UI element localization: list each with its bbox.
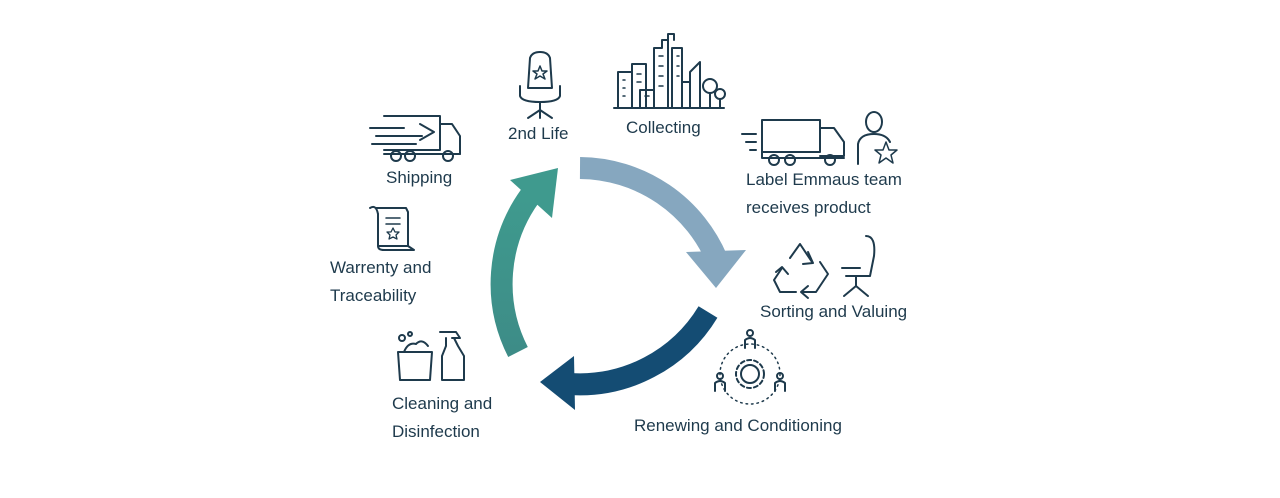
step-label-label-emmaus-team: Label Emmaus team receives product xyxy=(746,170,902,217)
office-chair-icon xyxy=(841,235,876,297)
certificate-scroll-icon xyxy=(369,205,415,251)
arrow-cleaning-to-2nd-life xyxy=(490,168,558,357)
office-chair-star-icon xyxy=(519,51,561,119)
arrow-collect-to-sorting xyxy=(579,157,746,288)
fast-truck-icon xyxy=(369,115,461,162)
step-label-shipping: Shipping xyxy=(386,168,453,187)
cleaning-bucket-icon xyxy=(397,331,433,381)
step-label-2nd-life: 2nd Life xyxy=(508,124,569,143)
arrow-renewing-to-cleaning xyxy=(540,306,718,410)
step-label-cleaning: Cleaning and Disinfection xyxy=(392,394,493,441)
step-label-warranty: Warrenty and Traceability xyxy=(330,258,432,305)
person-star-icon xyxy=(857,111,898,165)
recycle-icon xyxy=(773,243,829,299)
step-label-collecting: Collecting xyxy=(626,118,701,137)
step-label-renewing: Renewing and Conditioning xyxy=(634,416,842,435)
delivery-truck-icon xyxy=(741,119,845,166)
city-buildings-icon xyxy=(613,33,726,109)
spray-bottle-icon xyxy=(439,331,465,381)
step-label-sorting: Sorting and Valuing xyxy=(760,302,908,321)
team-gear-icon xyxy=(714,329,786,405)
